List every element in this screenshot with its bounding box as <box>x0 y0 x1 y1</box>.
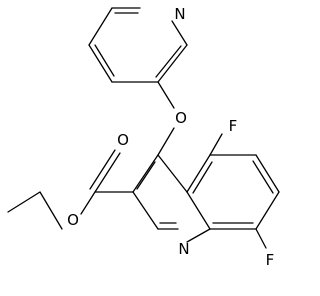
atom-labels: N O O O F F N <box>67 5 274 269</box>
bond-lines <box>7 7 280 249</box>
bond-c4a-c5 <box>186 154 211 193</box>
atom-f-8: F <box>266 251 275 269</box>
atom-n-quinoline: N <box>178 240 189 258</box>
bond-py-c4-c5-inner <box>94 44 115 77</box>
bond-carbonyl-c-o-double-b <box>89 149 116 190</box>
bond-c4-c3 <box>132 154 159 193</box>
bond-py-c5-c6 <box>88 7 113 46</box>
bond-c7-c8 <box>255 191 280 230</box>
bond-c8a-c4a <box>186 191 211 230</box>
atom-n-pyridine: N <box>174 5 185 23</box>
atom-f-5: F <box>229 117 238 135</box>
bond-py-c2-c3 <box>157 44 188 83</box>
bond-c5-f <box>209 133 223 156</box>
bond-py-c2-c3-inner <box>155 45 182 78</box>
bond-n1-c8a <box>186 228 211 243</box>
bond-py-c3-o <box>157 81 175 109</box>
bond-c6-c7 <box>255 154 280 193</box>
bond-c3-c2 <box>132 191 159 230</box>
atom-o-ester: O <box>67 211 79 229</box>
atom-o-ether: O <box>175 109 187 127</box>
bond-c6-c7-inner <box>252 160 274 194</box>
bond-o-c4-quinoline <box>157 127 175 156</box>
bond-carbonyl-c-o-ester <box>80 191 96 215</box>
bond-c4-c3-inner <box>136 161 156 190</box>
atom-o-carbonyl: O <box>117 131 129 149</box>
quinoline-ester-structure: N O O O F F N <box>7 5 280 269</box>
bond-c4-c4a <box>157 154 188 193</box>
bond-carbonyl-c-o-double-a <box>94 152 121 193</box>
bond-py-c4-c5 <box>88 44 113 83</box>
bond-py-n-c2 <box>171 20 188 46</box>
bond-ch2-ch3 <box>7 191 41 213</box>
bond-c8-f <box>255 228 267 249</box>
bond-c4a-c5-inner <box>192 161 213 194</box>
bond-o-ester-ch2 <box>39 191 63 230</box>
